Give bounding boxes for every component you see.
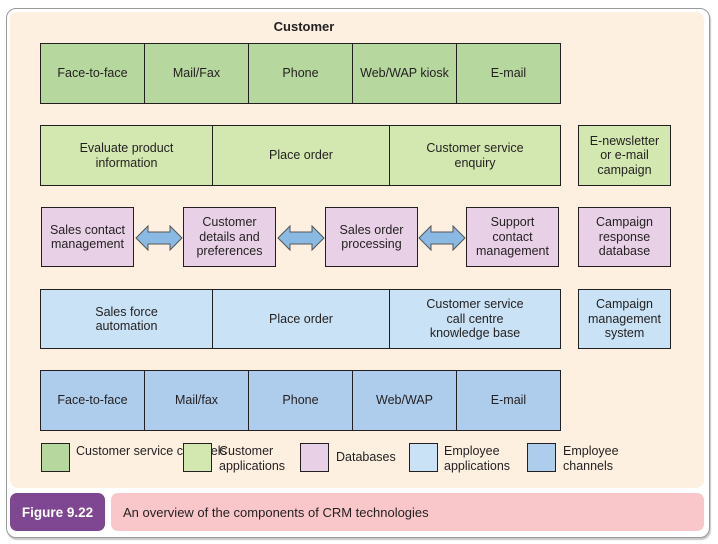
legend-label: Employee channels — [563, 444, 619, 473]
figure-number-label: Figure 9.22 — [10, 493, 105, 531]
database-box: Customer details and preferences — [183, 207, 276, 267]
campaign-system-box: Campaign management system — [578, 289, 671, 349]
legend-swatch-employee-channels — [527, 443, 556, 472]
employee-application: Place order — [213, 290, 390, 348]
customer-application: Place order — [213, 126, 390, 185]
employee-application: Sales force automation — [41, 290, 213, 348]
customer-application: Customer service enquiry — [426, 141, 524, 170]
employee-channel: Face-to-face — [41, 371, 145, 430]
database-box: Sales contact management — [41, 207, 134, 267]
employee-channel: Mail/fax — [145, 371, 249, 430]
legend-swatch-databases — [300, 443, 329, 472]
figure-caption: An overview of the components of CRM tec… — [111, 493, 704, 531]
customer-channels-row: Face-to-face Mail/Fax Phone Web/WAP kios… — [40, 43, 561, 104]
database-box: Sales order processing — [325, 207, 418, 267]
legend-swatch-customer-channels — [41, 443, 70, 472]
customer-channel: Mail/Fax — [145, 44, 249, 103]
legend-swatch-employee-applications — [409, 443, 438, 472]
diagram-title: Customer — [273, 19, 335, 34]
employee-channel: Web/WAP — [353, 371, 457, 430]
customer-applications-row: Evaluate product information Place order… — [40, 125, 561, 186]
customer-channel: E-mail — [490, 66, 527, 81]
campaign-database-box: Campaign response database — [578, 207, 671, 267]
database-box: Support contact management — [466, 207, 559, 267]
customer-channel: Face-to-face — [41, 44, 145, 103]
bidirectional-arrow-icon — [135, 224, 183, 252]
legend-label: Employee applications — [444, 444, 511, 473]
employee-channel: E-mail — [490, 393, 527, 408]
bidirectional-arrow-icon — [277, 224, 325, 252]
employee-application: Customer service call centre knowledge b… — [426, 297, 524, 341]
customer-channel: Phone — [249, 44, 353, 103]
email-campaign-box: E-newsletter or e-mail campaign — [578, 125, 671, 186]
bidirectional-arrow-icon — [418, 224, 466, 252]
customer-application: Evaluate product information — [41, 126, 213, 185]
legend-swatch-customer-applications — [183, 443, 212, 472]
employee-applications-row: Sales force automation Place order Custo… — [40, 289, 561, 349]
employee-channel: Phone — [249, 371, 353, 430]
legend-label: Customer applications — [219, 444, 286, 473]
legend-label: Databases — [336, 450, 396, 464]
employee-channels-row: Face-to-face Mail/fax Phone Web/WAP E-ma… — [40, 370, 561, 431]
customer-channel: Web/WAP kiosk — [353, 44, 457, 103]
